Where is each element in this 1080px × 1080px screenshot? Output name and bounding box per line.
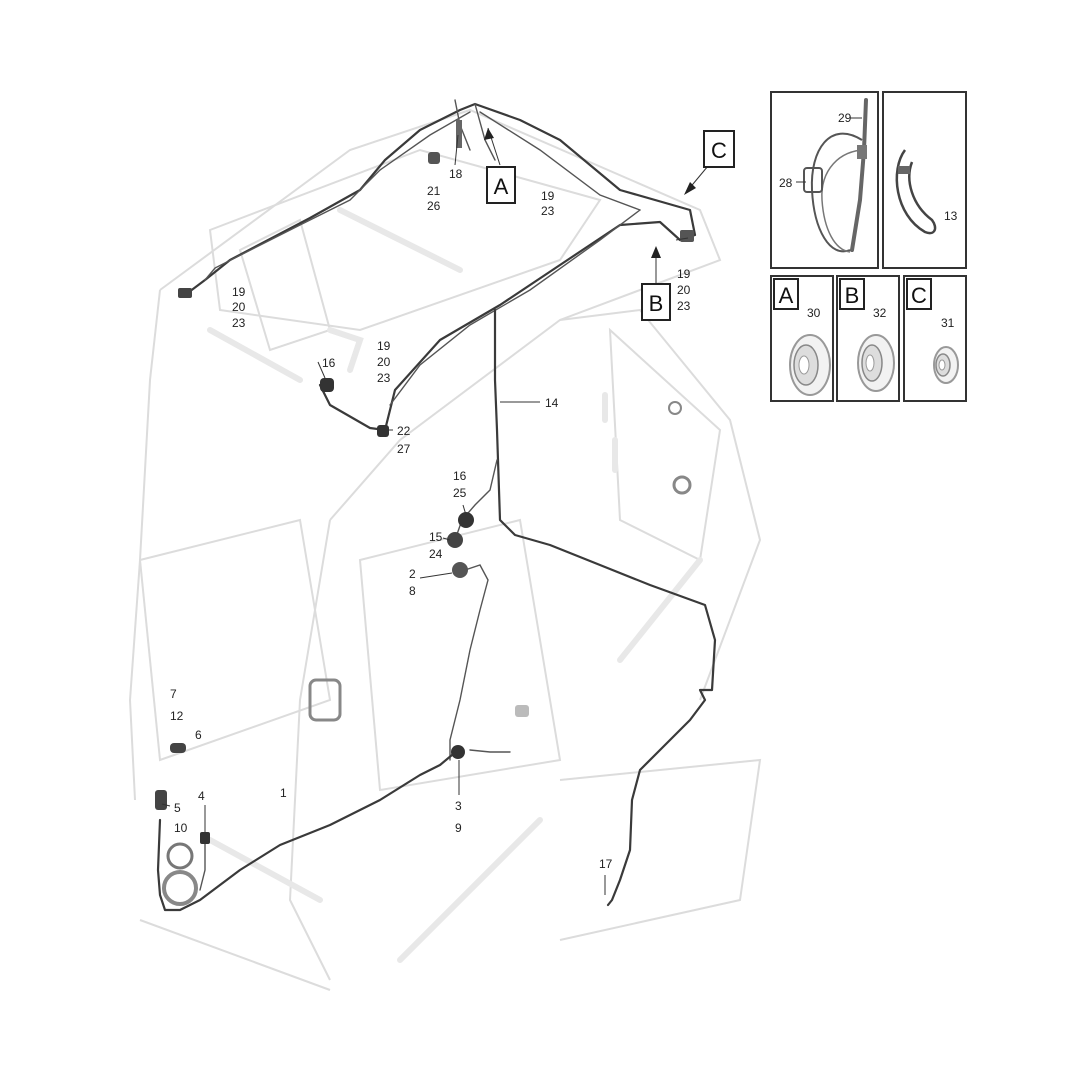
connector-icon <box>155 790 167 810</box>
detail-panel-grommet-b: B 32 <box>836 275 900 402</box>
grommet-b-letter: B <box>845 283 860 308</box>
part-label: 4 <box>198 789 205 803</box>
part-label: 5 <box>174 801 181 815</box>
bracket-icon <box>308 678 342 722</box>
lamp-icon <box>162 870 198 906</box>
connector-icon <box>320 378 334 392</box>
part-label: 19 <box>232 285 246 299</box>
part-label: 19 <box>677 267 691 281</box>
part-label: 31 <box>941 316 955 330</box>
part-label: 8 <box>409 584 416 598</box>
lamp-icon <box>166 842 194 870</box>
part-label: 22 <box>397 424 411 438</box>
part-label: 19 <box>541 189 555 203</box>
detail-panel-grommet-a: A 30 <box>770 275 834 402</box>
leader-lines <box>161 127 709 895</box>
car-body-outline <box>128 108 762 991</box>
clip-icon <box>515 705 529 717</box>
wiring-harness <box>156 99 717 912</box>
part-label: 9 <box>455 821 462 835</box>
part-label: 6 <box>195 728 202 742</box>
part-label: 27 <box>397 442 411 456</box>
grommet-a-letter: A <box>779 283 794 308</box>
part-label: 14 <box>545 396 559 410</box>
part-label: 28 <box>779 176 793 190</box>
detail-panel-strap: 13 <box>882 91 967 269</box>
part-label: 24 <box>429 547 443 561</box>
grommet-icon <box>452 562 468 578</box>
callout-a: A <box>486 166 516 204</box>
part-label: 20 <box>232 300 246 314</box>
part-label: 23 <box>541 204 555 218</box>
part-label: 19 <box>377 339 391 353</box>
part-label: 12 <box>170 709 184 723</box>
part-label: 32 <box>873 306 887 320</box>
part-label: 23 <box>377 371 391 385</box>
part-number-labels: 18 21 26 19 23 19 20 23 19 20 23 19 20 2… <box>170 167 691 871</box>
part-label: 1 <box>280 786 287 800</box>
part-label: 15 <box>429 530 443 544</box>
connector-icon <box>200 832 210 844</box>
connector-icon <box>451 745 465 759</box>
harness-components <box>155 120 694 906</box>
part-label: 18 <box>449 167 463 181</box>
callout-b-letter: B <box>649 291 664 316</box>
grommet-icon <box>668 401 682 415</box>
part-label: 20 <box>677 283 691 297</box>
connector-icon <box>170 743 186 753</box>
part-label: 30 <box>807 306 821 320</box>
part-label: 3 <box>455 799 462 813</box>
connector-icon <box>178 288 192 298</box>
connector-icon <box>680 230 694 242</box>
callout-a-letter: A <box>494 174 509 199</box>
part-label: 26 <box>427 199 441 213</box>
part-label: 10 <box>174 821 188 835</box>
callout-c: C <box>703 130 735 168</box>
callout-c-letter: C <box>711 138 727 163</box>
grommet-icon <box>672 475 692 495</box>
part-label: 23 <box>232 316 246 330</box>
part-label: 2 <box>409 567 416 581</box>
grommet-icon <box>447 532 463 548</box>
part-label: 7 <box>170 687 177 701</box>
part-label: 17 <box>599 857 613 871</box>
part-label: 29 <box>838 111 852 125</box>
callout-b: B <box>641 283 671 321</box>
part-label: 23 <box>677 299 691 313</box>
connector-icon <box>456 120 462 148</box>
part-label: 21 <box>427 184 441 198</box>
grommet-icon <box>458 512 474 528</box>
connector-icon <box>377 425 389 437</box>
grommet-c-letter: C <box>911 283 927 308</box>
detail-panel-grommet-c: C 31 <box>903 275 967 402</box>
part-label: 25 <box>453 486 467 500</box>
part-label: 13 <box>944 209 958 223</box>
part-label: 16 <box>322 356 336 370</box>
part-label: 16 <box>453 469 467 483</box>
part-label: 20 <box>377 355 391 369</box>
detail-panel-clip: 29 28 <box>770 91 879 269</box>
connector-icon <box>428 152 440 164</box>
